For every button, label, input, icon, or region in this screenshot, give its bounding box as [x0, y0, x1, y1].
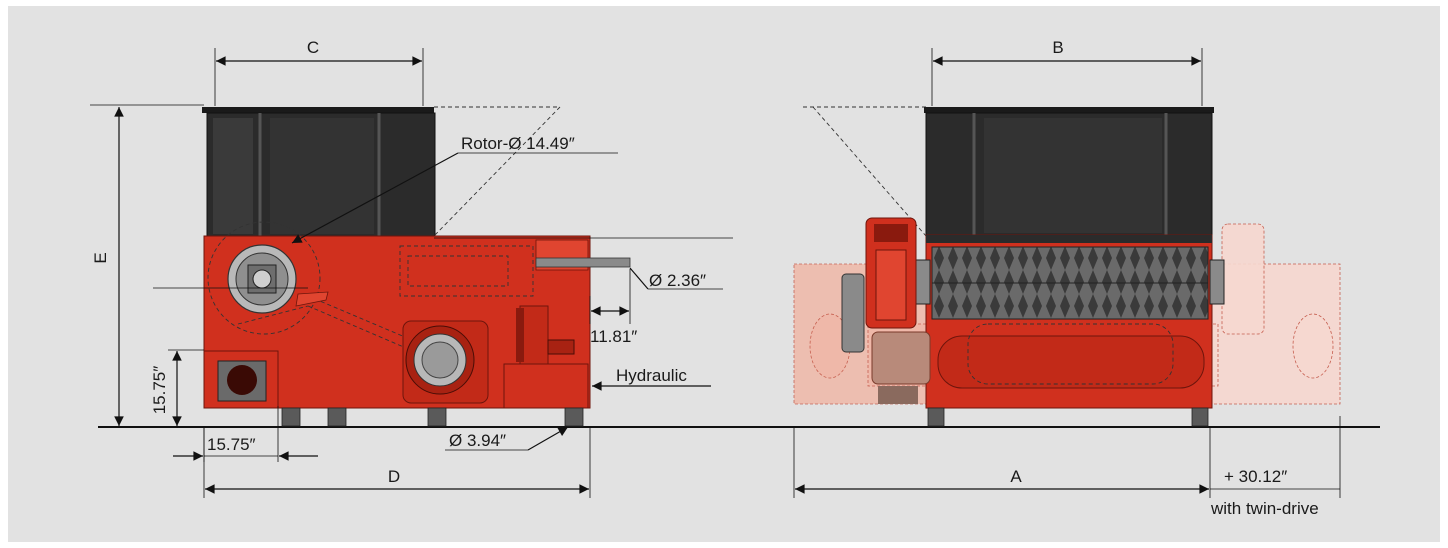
technical-drawing: C E Rotor-Ø 14.49″ Ø 2.36″ 11.81″ Hydrau… [90, 38, 1380, 518]
drawing-canvas: C E Rotor-Ø 14.49″ Ø 2.36″ 11.81″ Hydrau… [8, 6, 1440, 542]
front-foot [1191, 407, 1209, 427]
side-foot [281, 407, 301, 427]
front-foot [927, 407, 945, 427]
hydraulic-pipe [535, 257, 631, 268]
side-foot [327, 407, 347, 427]
pulley [841, 273, 865, 353]
hydraulic-unit [503, 363, 589, 409]
outlet-width-label: 15.75″ [207, 435, 256, 454]
hydraulic-label: Hydraulic [616, 366, 687, 385]
front-view: B A + 30.12″ with twin-drive [793, 38, 1341, 518]
dim-label-B: B [1052, 38, 1063, 57]
dim-label-A: A [1010, 467, 1022, 486]
foot-diameter-label: Ø 3.94″ [449, 431, 506, 450]
twin-drive-note: with twin-drive [1210, 499, 1319, 518]
foot-leader [527, 426, 569, 451]
dim-label-C: C [307, 38, 319, 57]
front-hopper-rim [924, 107, 1214, 113]
side-foot [427, 407, 447, 427]
side-hopper-extension [433, 106, 562, 237]
pipe-length-label: 11.81″ [590, 327, 637, 346]
front-hopper-extension [803, 106, 927, 237]
side-hopper-rim [202, 107, 434, 113]
rotor-label: Rotor-Ø 14.49″ [461, 134, 575, 153]
dim-label-E: E [91, 252, 110, 263]
side-foot [564, 407, 584, 427]
twin-drive-extra: + 30.12″ [1224, 467, 1287, 486]
pipe-diameter-label: Ø 2.36″ [649, 271, 706, 290]
side-view: C E Rotor-Ø 14.49″ Ø 2.36″ 11.81″ Hydrau… [90, 38, 733, 498]
outlet-height-label: 15.75″ [150, 366, 169, 415]
dim-label-D: D [388, 467, 400, 486]
rotor-leader [291, 152, 459, 244]
